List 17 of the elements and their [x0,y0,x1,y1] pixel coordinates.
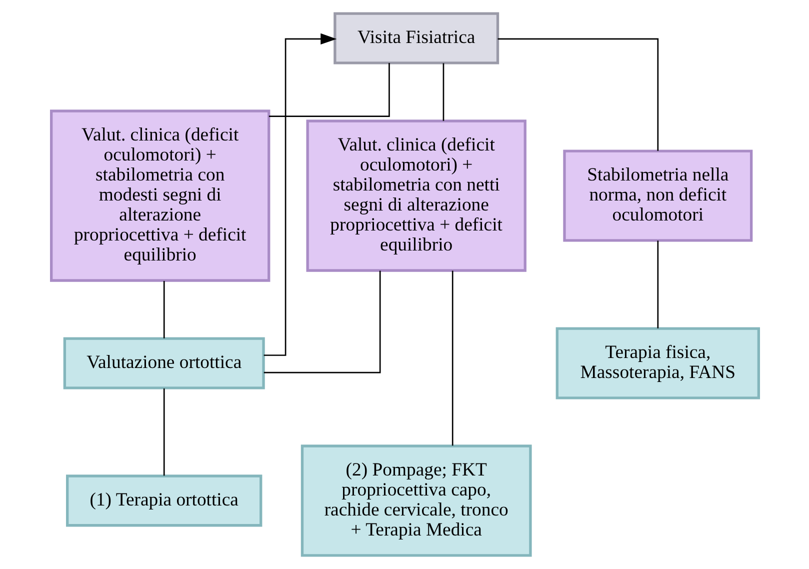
node-box: (2) Pompage; FKT propriocettiva capo, rachide cervicale, tronco + Terapia Medica [300,444,532,557]
arrow [263,33,336,356]
connector [442,63,444,121]
node-box: Stabilometria nella norma, non deficit oculomotori [562,150,752,242]
connector [263,270,380,374]
connector [656,240,658,328]
connector [162,280,164,338]
node-box: Valut. clinica (deficit oculomotori) + stabilometria con netti segni di alterazione propriocettiva + deficit equilibrio [306,120,526,272]
node-box: Valutazione ortottica [62,337,264,390]
connector [162,388,164,476]
node-box: Valut. clinica (deficit oculomotori) + stabilometria con modesti segni di alterazione propriocettiva + deficit equilibrio [50,110,270,282]
connector [451,270,453,446]
connector [268,62,390,118]
node-box: Visita Fisiatrica [333,12,499,64]
node-box: (1) Terapia ortottica [66,474,262,527]
connector [497,38,658,151]
node-box: Terapia fisica, Massoterapia, FANS [555,327,760,400]
